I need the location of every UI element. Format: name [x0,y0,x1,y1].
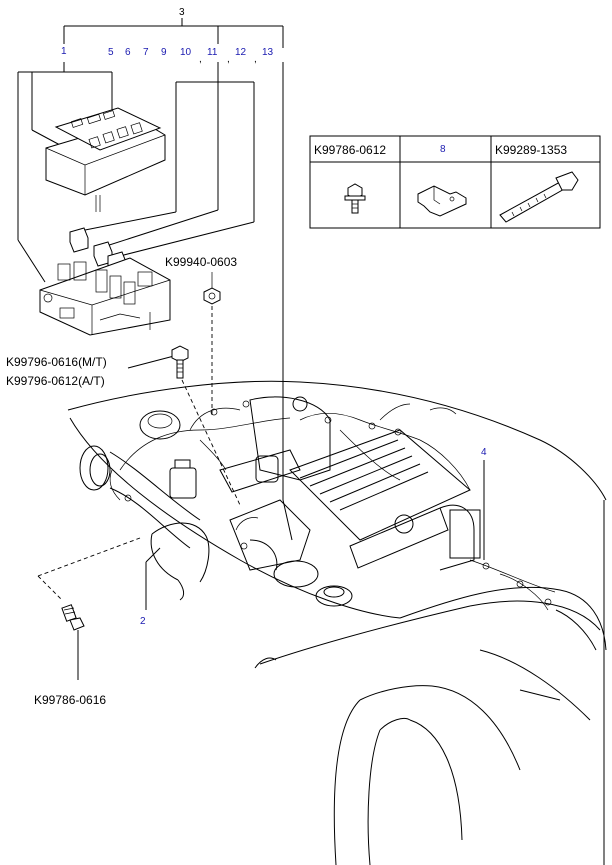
callout-5: 5 [108,47,114,58]
callout-7: 7 [143,47,149,58]
table-header-8: 8 [440,144,446,155]
parts-table: K99786-0612 8 K99289-1353 [309,135,601,229]
callout-6: 6 [125,47,131,58]
callout-3: 3 [179,7,185,18]
callout-1: 1 [61,46,67,57]
sub-harness-2: 2 [140,522,210,627]
callout-bracket-top: 3 1 5 6 7 9 10 11 12 13 , , , [17,7,293,541]
svg-text:,: , [254,54,257,65]
callout-12: 12 [235,47,247,58]
bracket-icon [417,185,467,217]
callout-9: 9 [161,47,167,58]
junction-box [39,257,171,336]
svg-text:,: , [199,54,202,65]
table-header-k99786-0612: K99786-0612 [314,143,386,157]
bolt-icon-lower [61,604,85,631]
nut-icon [203,272,221,305]
bolt-icon-table [344,183,366,214]
callout-4: 4 [481,447,487,458]
relay-box-cover [45,107,166,212]
car-body [67,380,607,865]
callout-11: 11 [207,47,218,58]
part-label-k99940-0603: K99940-0603 [165,255,237,269]
table-header-k99289-1353: K99289-1353 [495,143,567,157]
part-label-k99796-0616-mt: K99796-0616(M/T) [6,355,107,369]
part-label-k99786-0616: K99786-0616 [34,693,106,707]
bolt-icon-upper [171,345,189,379]
part-label-k99796-0612-at: K99796-0612(A/T) [6,374,105,388]
cable-tie-icon [499,171,579,223]
callout-10: 10 [180,47,192,58]
svg-text:,: , [227,54,230,65]
callout-2: 2 [140,616,146,627]
callout-13: 13 [262,47,274,58]
